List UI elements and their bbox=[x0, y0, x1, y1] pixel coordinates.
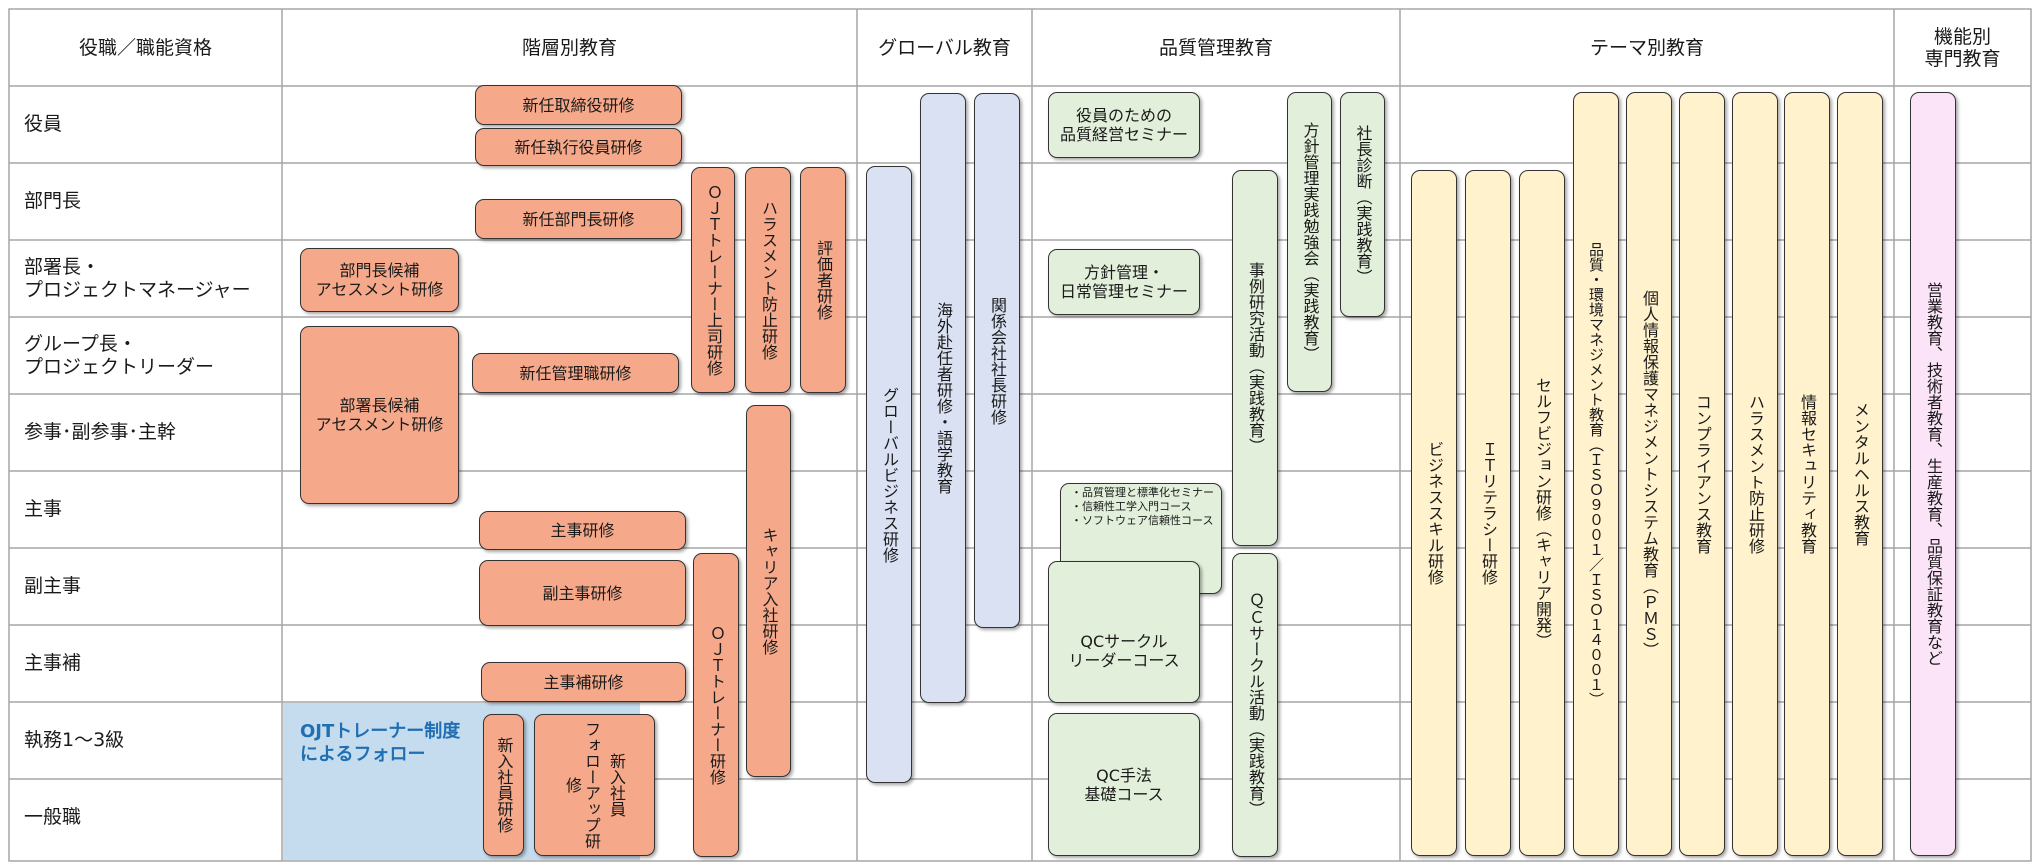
shujiho-training: 主事補研修 bbox=[481, 662, 686, 702]
header-roles: 役職／職能資格 bbox=[78, 36, 212, 59]
policy-seminar-line2: 日常管理セミナー bbox=[1059, 282, 1188, 301]
new-manager-training: 新任管理職研修 bbox=[472, 353, 679, 393]
mental-health-education: メンタルヘルス教育 bbox=[1837, 92, 1883, 856]
role-group-leader-line2: プロジェクトリーダー bbox=[24, 355, 215, 378]
dept-head-candidate-line2: アセスメント研修 bbox=[315, 280, 444, 299]
evaluator-training: 評価者研修 bbox=[800, 167, 846, 393]
section-head-candidate-line2: アセスメント研修 bbox=[315, 415, 444, 434]
new-employee-followup-training: 新入社員 フォローアップ研修 bbox=[534, 714, 655, 856]
role-group-leader: グループ長・ プロジェクトリーダー bbox=[24, 317, 214, 394]
role-executive: 役員 bbox=[24, 113, 63, 135]
case-study-activity: 事例研究活動（実践教育） bbox=[1232, 170, 1278, 546]
qc-leader-line1: QCサークル bbox=[1080, 632, 1168, 651]
role-division-head: 部門長 bbox=[24, 190, 82, 212]
global-business-training: グローバルビジネス研修 bbox=[866, 166, 912, 783]
policy-daily-management-seminar: 方針管理・ 日常管理セミナー bbox=[1048, 249, 1200, 315]
ojt-system-line1: OJTトレーナー制度 bbox=[300, 721, 461, 742]
new-employee-training: 新入社員研修 bbox=[483, 714, 524, 856]
overseas-assignee-language-training: 海外赴任者研修・語学教育 bbox=[920, 93, 966, 703]
section-head-candidate-line1: 部署長候補 bbox=[339, 396, 420, 415]
role-general-staff: 一般職 bbox=[24, 806, 82, 828]
role-section-head: 部署長・ プロジェクトマネージャー bbox=[24, 240, 251, 317]
qc-circle-activity: ＱＣサークル活動（実践教育） bbox=[1232, 553, 1278, 857]
qc-basic-course: QC手法 基礎コース bbox=[1048, 713, 1200, 856]
software-reliability-course: ・ソフトウェア信頼性コース bbox=[1071, 514, 1214, 527]
role-grade-1-3: 執務1～3級 bbox=[24, 729, 125, 751]
exec-quality-seminar: 役員のための 品質経営セミナー bbox=[1048, 92, 1200, 158]
ojt-system-line2: によるフォロー bbox=[300, 744, 426, 765]
header-theme: テーマ別教育 bbox=[1589, 36, 1704, 59]
it-literacy-training: ＩＴリテラシー研修 bbox=[1465, 170, 1511, 856]
harassment-prevention-training: ハラスメント防止研修 bbox=[745, 167, 791, 393]
qc-basic-line1: QC手法 bbox=[1096, 765, 1152, 785]
role-councilor: 参事･副参事･主幹 bbox=[24, 421, 177, 443]
policy-management-study: 方針管理実践勉強会（実践教育） bbox=[1287, 92, 1332, 392]
new-director-training: 新任取締役研修 bbox=[475, 85, 682, 125]
exec-quality-seminar-line1: 役員のための bbox=[1075, 106, 1172, 125]
business-skill-training: ビジネススキル研修 bbox=[1411, 170, 1457, 856]
qc-basic-line2: 基礎コース bbox=[1084, 784, 1164, 804]
compliance-education: コンプライアンス教育 bbox=[1679, 92, 1725, 856]
role-fukushuji: 副主事 bbox=[24, 575, 82, 597]
fukushuji-training: 副主事研修 bbox=[479, 560, 686, 626]
dept-head-candidate-line1: 部門長候補 bbox=[339, 261, 420, 280]
quality-environment-management-education: 品質・環境マネジメント教育（ＩＳＯ９００１／ＩＳＯ１４００１） bbox=[1573, 92, 1619, 856]
role-section-head-line2: プロジェクトマネージャー bbox=[24, 278, 251, 301]
header-global: グローバル教育 bbox=[878, 36, 1011, 59]
role-group-leader-line1: グループ長・ bbox=[24, 332, 137, 355]
new-dept-head-training: 新任部門長研修 bbox=[475, 199, 682, 239]
section-head-candidate-assessment: 部署長候補 アセスメント研修 bbox=[300, 326, 459, 504]
reliability-intro-course: ・信頼性工学入門コース bbox=[1071, 500, 1192, 513]
information-security-education: 情報セキュリティ教育 bbox=[1784, 92, 1830, 856]
affiliate-president-training: 関係会社社長研修 bbox=[974, 93, 1020, 628]
functional-specialized-education: 営業教育、技術者教育、生産教育、品質保証教育など bbox=[1910, 92, 1956, 856]
header-functional: 機能別 専門教育 bbox=[1894, 9, 2031, 86]
policy-seminar-line1: 方針管理・ bbox=[1083, 263, 1164, 282]
pms-education: 個人情報保護マネジメントシステム教育（ＰＭＳ） bbox=[1626, 92, 1672, 856]
shuji-training: 主事研修 bbox=[479, 511, 686, 550]
ojt-supervisor-training: ＯＪＴトレーナー上司研修 bbox=[691, 167, 735, 393]
harassment-prevention-theme-training: ハラスメント防止研修 bbox=[1732, 92, 1778, 856]
self-vision-training: セルフビジョン研修（キャリア開発） bbox=[1519, 170, 1565, 856]
header-functional-line1: 機能別 bbox=[1933, 25, 1991, 48]
role-section-head-line1: 部署長・ bbox=[24, 255, 101, 278]
career-hire-training: キャリア入社研修 bbox=[746, 405, 791, 777]
header-quality: 品質管理教育 bbox=[1158, 36, 1273, 59]
qc-leader-course: QCサークル リーダーコース bbox=[1048, 561, 1200, 703]
exec-quality-seminar-line2: 品質経営セミナー bbox=[1059, 125, 1188, 144]
new-exec-officer-training: 新任執行役員研修 bbox=[475, 128, 682, 166]
new-employee-followup-line-a: 新入社員 bbox=[607, 753, 626, 817]
header-hierarchy: 階層別教育 bbox=[521, 36, 617, 59]
ojt-system-label: OJTトレーナー制度 によるフォロー bbox=[300, 720, 460, 766]
std-seminar: ・品質管理と標準化セミナー bbox=[1071, 486, 1214, 499]
president-diagnosis: 社長診断（実践教育） bbox=[1340, 92, 1385, 317]
role-shuji: 主事 bbox=[24, 498, 63, 520]
header-functional-line2: 専門教育 bbox=[1924, 47, 2001, 70]
new-employee-followup-line-b: フォローアップ研修 bbox=[563, 721, 601, 849]
dept-head-candidate-assessment: 部門長候補 アセスメント研修 bbox=[300, 248, 459, 312]
role-shujiho: 主事補 bbox=[24, 652, 82, 674]
ojt-trainer-training: ＯＪＴトレーナー研修 bbox=[693, 553, 739, 857]
qc-leader-line2: リーダーコース bbox=[1068, 651, 1180, 670]
